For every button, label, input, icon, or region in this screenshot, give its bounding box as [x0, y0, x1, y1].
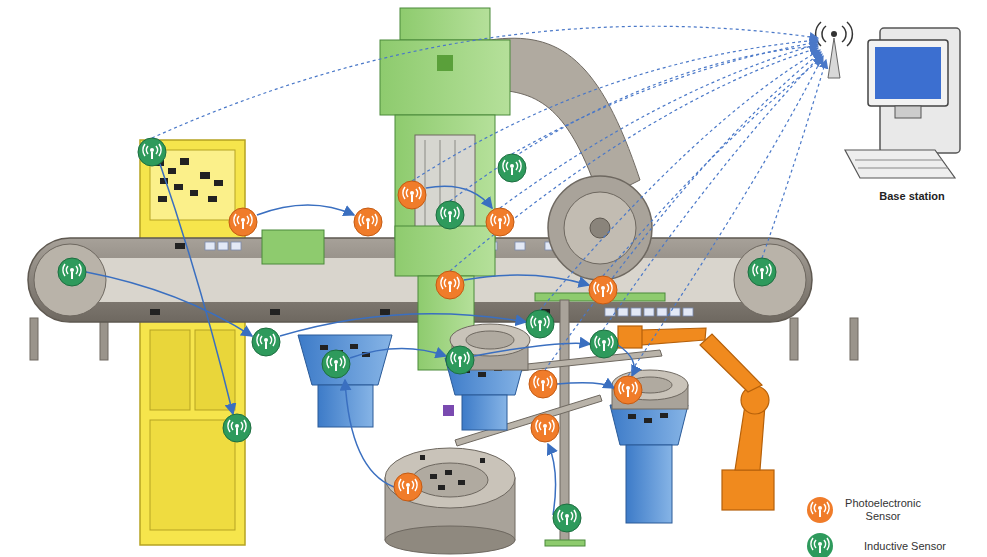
legend-swatch	[807, 497, 833, 523]
material-roll	[490, 38, 665, 301]
bowl-feeders	[385, 324, 688, 554]
legend-text: Inductive Sensor	[840, 540, 970, 553]
legend-icon	[806, 532, 834, 557]
press-machine	[380, 8, 510, 370]
yellow-bin	[140, 140, 245, 545]
legend-text: Photoelectronic Sensor	[840, 497, 926, 523]
legend-swatch	[807, 533, 833, 557]
station-label: Base station	[879, 190, 944, 203]
blue-hoppers	[298, 335, 688, 523]
legend-icon	[806, 496, 834, 524]
wireless-icon	[811, 538, 829, 553]
wireless-links	[152, 26, 826, 376]
flow-arrows	[86, 164, 634, 515]
base-station	[816, 22, 960, 178]
sensors	[58, 138, 776, 532]
wireless-icon	[811, 502, 829, 517]
robot-arm	[618, 326, 774, 510]
